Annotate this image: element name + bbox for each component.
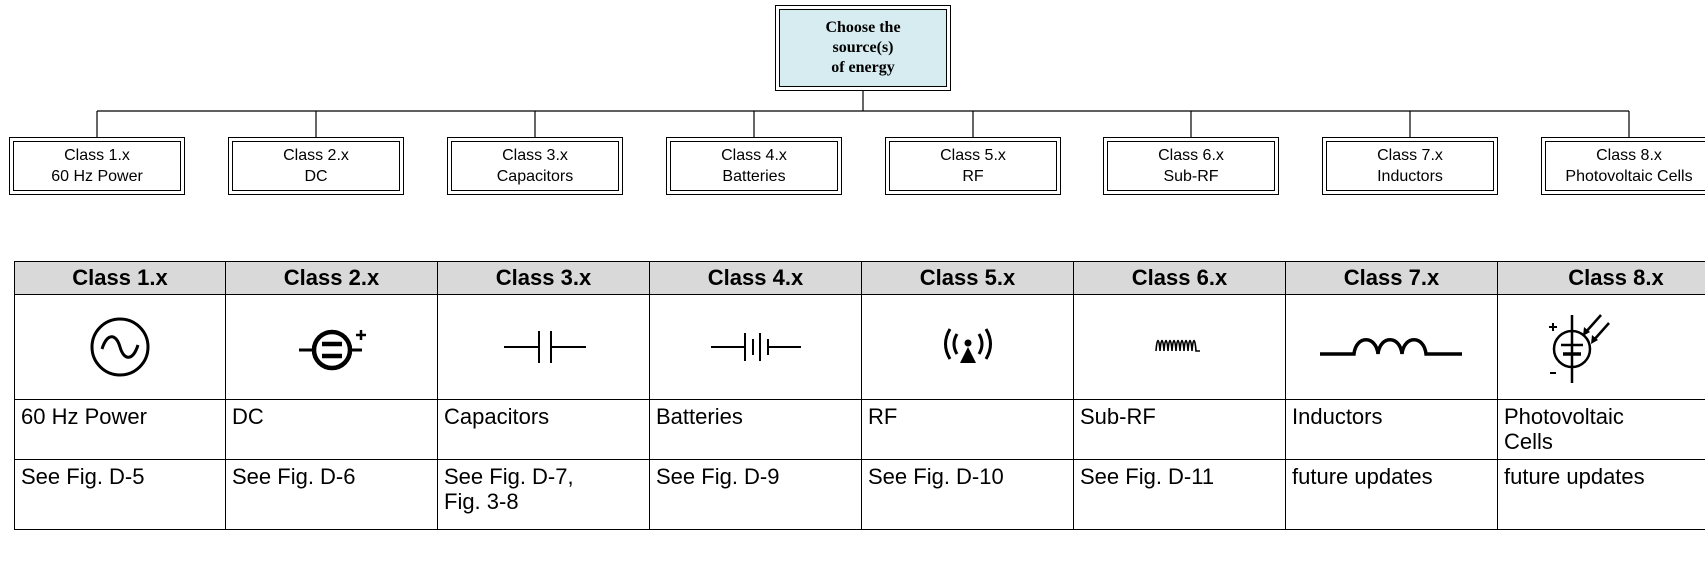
column-header: Class 8.x	[1497, 261, 1705, 295]
battery-icon	[710, 333, 801, 361]
capacitor-icon	[503, 331, 586, 363]
figure-reference-cell: See Fig. D-9	[649, 459, 862, 530]
ac-source-icon	[90, 317, 150, 377]
class-node-code: Class 7.x	[1377, 147, 1443, 164]
class-node-code: Class 2.x	[283, 147, 349, 164]
class-node-code: Class 4.x	[721, 147, 787, 164]
class-node-name: 60 Hz Power	[51, 168, 143, 185]
class-name-cell: Batteries	[649, 399, 862, 460]
class-table: Class 1.x Class 2.x Class 3.x Class 4.x …	[14, 261, 1705, 530]
table-row-names: 60 Hz Power DC Capacitors Batteries RF S…	[14, 399, 1705, 460]
symbol-cell	[649, 294, 862, 400]
photovoltaic-cell-icon	[1549, 314, 1610, 383]
class-name-cell: 60 Hz Power	[14, 399, 226, 460]
class-name-cell: DC	[225, 399, 438, 460]
column-header: Class 3.x	[437, 261, 650, 295]
figure-reference-cell: See Fig. D-11	[1073, 459, 1286, 530]
table-row-references: See Fig. D-5 See Fig. D-6 See Fig. D-7, …	[14, 459, 1705, 530]
dc-source-icon	[298, 329, 366, 371]
symbol-cell	[861, 294, 1074, 400]
class-node-name: Inductors	[1377, 168, 1443, 185]
tree-connectors	[96, 91, 1630, 137]
sub-rf-wave-icon	[1154, 339, 1200, 352]
class-node-name: Sub-RF	[1163, 168, 1219, 185]
rf-antenna-icon	[943, 328, 992, 363]
figure-reference-cell: See Fig. D-10	[861, 459, 1074, 530]
class-node-code: Class 6.x	[1158, 147, 1224, 164]
figure-reference-cell: future updates	[1285, 459, 1498, 530]
class-name-cell: Capacitors	[437, 399, 650, 460]
symbol-cell	[437, 294, 650, 400]
class-name-cell: Photovoltaic Cells	[1497, 399, 1705, 460]
column-header: Class 4.x	[649, 261, 862, 295]
symbol-cell	[1285, 294, 1498, 400]
class-node-name: DC	[304, 168, 328, 185]
symbol-cell	[225, 294, 438, 400]
table-row-symbols	[14, 294, 1705, 400]
symbol-cell	[14, 294, 226, 400]
class-node-code: Class 5.x	[940, 147, 1006, 164]
class-node-name: Batteries	[722, 168, 786, 185]
class-node-code: Class 3.x	[502, 147, 568, 164]
root-node-box: Choose the source(s) of energy	[775, 5, 951, 91]
class-node-code: Class 1.x	[64, 147, 130, 164]
class-node-name: RF	[962, 168, 984, 185]
symbol-cell	[1073, 294, 1286, 400]
symbol-cell	[1497, 294, 1705, 400]
class-node-name: Photovoltaic Cells	[1565, 168, 1693, 185]
column-header: Class 1.x	[14, 261, 226, 295]
class-node-1: Class 1.x 60 Hz Power	[9, 137, 185, 195]
class-name-cell: Inductors	[1285, 399, 1498, 460]
inductor-icon	[1319, 338, 1462, 356]
figure-reference-cell: future updates	[1497, 459, 1705, 530]
class-name-cell: RF	[861, 399, 1074, 460]
column-header: Class 5.x	[861, 261, 1074, 295]
column-header: Class 7.x	[1285, 261, 1498, 295]
column-header: Class 2.x	[225, 261, 438, 295]
figure-reference-cell: See Fig. D-6	[225, 459, 438, 530]
class-node-name: Capacitors	[496, 168, 574, 185]
column-header: Class 6.x	[1073, 261, 1286, 295]
table-header-row: Class 1.x Class 2.x Class 3.x Class 4.x …	[14, 261, 1705, 295]
class-name-cell: Sub-RF	[1073, 399, 1286, 460]
root-node-label: Choose the source(s) of energy	[779, 9, 947, 87]
class-node-code: Class 8.x	[1596, 147, 1662, 164]
figure-reference-cell: See Fig. D-7, Fig. 3-8	[437, 459, 650, 530]
figure-reference-cell: See Fig. D-5	[14, 459, 226, 530]
